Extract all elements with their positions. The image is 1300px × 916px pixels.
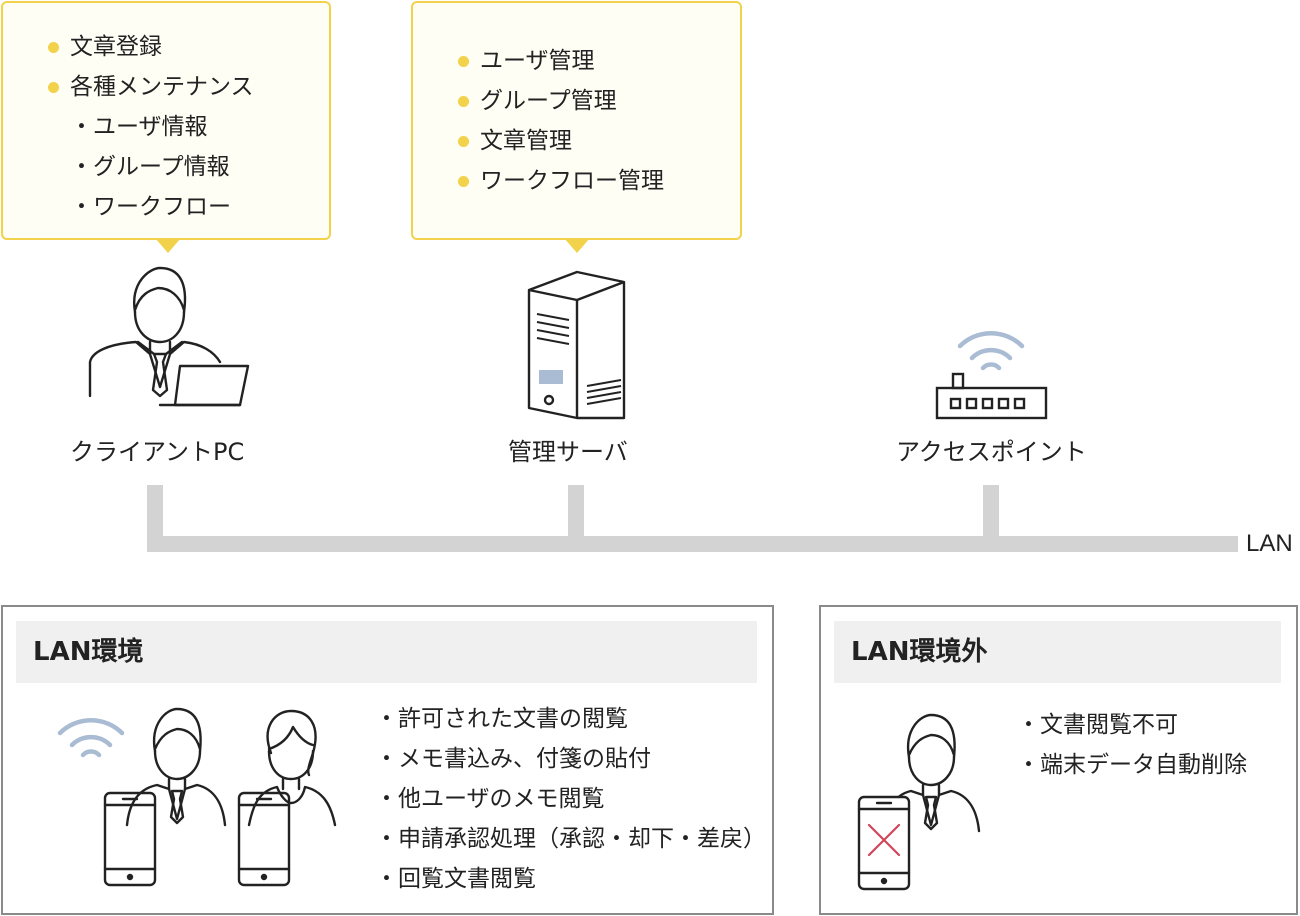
list-item: 文章管理 — [458, 121, 664, 161]
list-item: ・ワークフロー — [70, 194, 231, 220]
lan-drop-access-point — [983, 485, 999, 552]
list-item: ・回覧文書閲覧 — [375, 866, 536, 892]
outside-lan-panel: LAN環境外 ・文書閲覧不可 ・端末データ自動削除 — [819, 605, 1298, 915]
list-item: ・申請承認処理（承認・却下・差戻） — [375, 826, 766, 852]
mobile-users-icon — [57, 707, 337, 887]
client-pc-label: クライアントPC — [70, 438, 245, 466]
panel-title: LAN環境外 — [834, 621, 1281, 683]
lan-label: LAN — [1246, 530, 1293, 557]
lan-bus-line — [147, 536, 1238, 552]
server-features-callout: ユーザ管理 グループ管理 文章管理 ワークフロー管理 — [411, 1, 742, 253]
lan-drop-server — [568, 485, 584, 552]
list-item: ・許可された文書の閲覧 — [375, 706, 628, 732]
client-features-list: 文章登録 各種メンテナンス ・ユーザ情報 ・グループ情報 ・ワークフロー — [48, 27, 254, 227]
callout-pointer — [564, 238, 590, 253]
blocked-mobile-user-icon — [857, 713, 981, 891]
list-item: ユーザ管理 — [458, 41, 664, 81]
list-item: ・グループ情報 — [70, 154, 230, 180]
list-item: ・ユーザ情報 — [70, 114, 208, 140]
access-point-label: アクセスポイント — [896, 438, 1087, 466]
lan-permissions-list: ・許可された文書の閲覧 ・メモ書込み、付箋の貼付 ・他ユーザのメモ閲覧 ・申請承… — [375, 699, 766, 899]
server-icon — [527, 270, 626, 420]
panel-title: LAN環境 — [16, 621, 757, 683]
list-item: 各種メンテナンス — [48, 67, 254, 107]
client-features-callout: 文章登録 各種メンテナンス ・ユーザ情報 ・グループ情報 ・ワークフロー — [1, 1, 331, 253]
lan-environment-panel: LAN環境 — [1, 605, 774, 915]
server-features-list: ユーザ管理 グループ管理 文章管理 ワークフロー管理 — [458, 41, 664, 201]
callout-pointer — [155, 238, 181, 253]
list-item: ・文書閲覧不可 — [1017, 712, 1178, 738]
list-item: ・他ユーザのメモ閲覧 — [375, 786, 605, 812]
server-indicator — [539, 370, 563, 384]
server-label: 管理サーバ — [508, 438, 628, 466]
list-item: ・端末データ自動削除 — [1017, 752, 1247, 778]
access-point-icon — [935, 331, 1048, 420]
list-item: ワークフロー管理 — [458, 161, 664, 201]
list-item: 文章登録 — [48, 27, 254, 67]
lan-drop-client — [147, 485, 163, 552]
client-pc-user-icon — [88, 266, 250, 407]
list-item: ・メモ書込み、付箋の貼付 — [375, 746, 651, 772]
outside-restrictions-list: ・文書閲覧不可 ・端末データ自動削除 — [1017, 705, 1247, 785]
list-item: グループ管理 — [458, 81, 664, 121]
